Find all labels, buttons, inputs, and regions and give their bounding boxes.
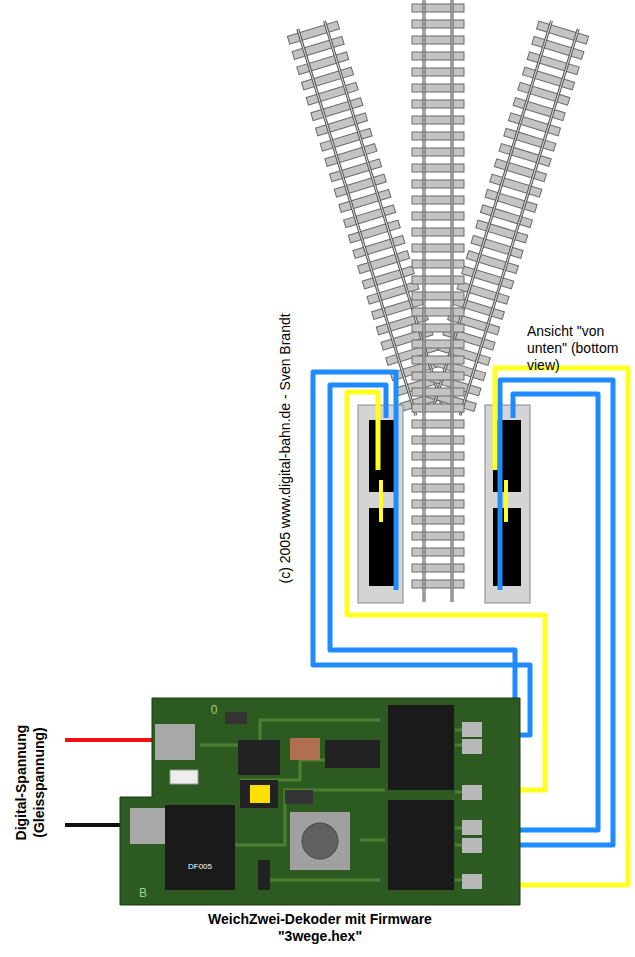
view-note: Ansicht "von unten" (bottom view): [527, 323, 631, 373]
copyright-note: (c) 2005 www.digital-bahn.de - Sven Bran…: [277, 238, 294, 658]
point-motor: [485, 405, 530, 603]
board-marking: B: [136, 886, 150, 900]
supply-label: Digital-Spannung (Gleisspannung): [13, 702, 48, 862]
board-caption: WeichZwei-Dekoder mit Firmware "3wege.he…: [190, 911, 450, 945]
decoder-board: WeichZwei-Dekoder mit Firmware "3wege.he…: [120, 697, 520, 955]
part-marking: DF005: [172, 862, 228, 872]
decoder-pcb: [120, 698, 520, 905]
board-marking: 0: [207, 703, 221, 717]
